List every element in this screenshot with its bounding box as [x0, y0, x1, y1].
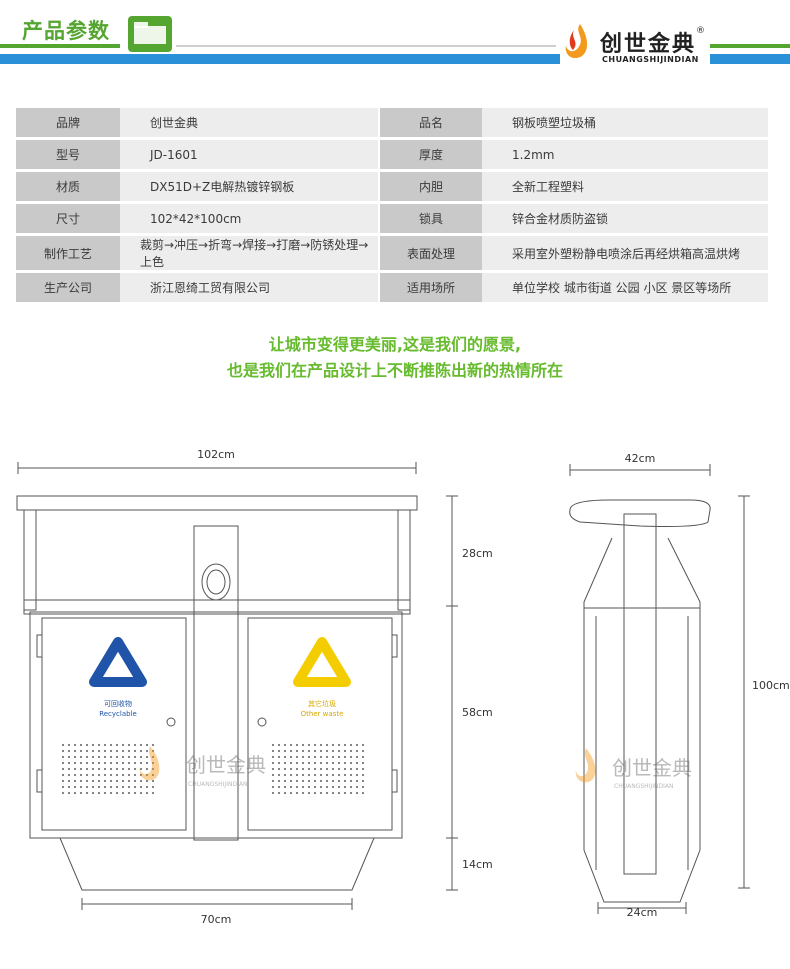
svg-text:创世金典: 创世金典	[612, 756, 692, 780]
right-bin-label: 其它垃圾	[308, 699, 336, 708]
spec-value: 裁剪→冲压→折弯→焊接→打磨→防锈处理→上色	[120, 236, 378, 270]
dim-front-h-middle: 58cm	[462, 706, 493, 719]
folder-tab-icon	[128, 16, 172, 52]
dim-front-bottom: 70cm	[201, 913, 232, 926]
spec-value: 102*42*100cm	[120, 204, 378, 233]
spec-value: 采用室外塑粉静电喷涂后再经烘箱高温烘烤	[482, 236, 768, 270]
spec-value: DX51D+Z电解热镀锌钢板	[120, 172, 378, 201]
front-roof	[16, 495, 418, 511]
header-blue-bar-right	[710, 54, 790, 64]
spec-value: 浙江恩绮工贸有限公司	[120, 273, 378, 302]
spec-value: 1.2mm	[482, 140, 768, 169]
front-ashtray	[201, 563, 231, 601]
svg-text:CHUANGSHIJINDIAN: CHUANGSHIJINDIAN	[188, 781, 247, 788]
spec-value: JD-1601	[120, 140, 378, 169]
table-row: 尺寸 102*42*100cm 锁具 锌合金材质防盗锁	[16, 204, 768, 233]
spec-value: 钢板喷塑垃圾桶	[482, 108, 768, 137]
front-body	[29, 611, 403, 839]
front-base	[59, 837, 375, 891]
header-divider	[176, 45, 556, 47]
side-roof	[569, 499, 711, 527]
dim-front-h-top: 28cm	[462, 547, 493, 560]
brand-pinyin: CHUANGSHIJINDIAN	[602, 55, 699, 64]
dim-front-top: 102cm	[197, 448, 235, 461]
svg-text:CHUANGSHIJINDIAN: CHUANGSHIJINDIAN	[614, 783, 673, 790]
spec-value: 锌合金材质防盗锁	[482, 204, 768, 233]
other-waste-icon	[293, 637, 351, 687]
front-post-right	[397, 509, 411, 611]
left-bin-label: 可回收物	[104, 699, 132, 708]
spec-label: 适用场所	[380, 273, 482, 302]
dim-side-bottom: 24cm	[627, 906, 658, 919]
table-row: 品牌 创世金典 品名 钢板喷塑垃圾桶	[16, 108, 768, 137]
slogan-line-1: 让城市变得更美丽,这是我们的愿景,	[268, 335, 522, 354]
front-left-vent	[58, 742, 158, 796]
front-post-left	[23, 509, 37, 611]
table-row: 型号 JD-1601 厚度 1.2mm	[16, 140, 768, 169]
brand-name: 创世金典	[600, 31, 697, 57]
table-row: 生产公司 浙江恩绮工贸有限公司 适用场所 单位学校 城市街道 公园 小区 景区等…	[16, 273, 768, 302]
spec-value: 全新工程塑料	[482, 172, 768, 201]
header-blue-bar	[0, 54, 560, 64]
right-bin-sub: Other waste	[301, 710, 344, 718]
brand-logo-icon	[560, 22, 594, 62]
spec-value: 单位学校 城市街道 公园 小区 景区等场所	[482, 273, 768, 302]
spec-label: 品牌	[16, 108, 120, 137]
front-right-door	[247, 617, 393, 831]
spec-label: 厚度	[380, 140, 482, 169]
dim-side-height: 100cm	[752, 679, 790, 692]
spec-label: 生产公司	[16, 273, 120, 302]
side-post	[623, 513, 657, 875]
dim-side-top: 42cm	[625, 452, 656, 465]
front-right-vent	[268, 742, 368, 796]
spec-label: 型号	[16, 140, 120, 169]
slogan-line-2: 也是我们在产品设计上不断推陈出新的热情所在	[226, 361, 563, 380]
section-title: 产品参数	[22, 19, 110, 43]
recyclable-icon	[89, 637, 147, 687]
front-watermark: 创世金典 CHUANGSHIJINDIAN	[139, 746, 266, 788]
side-body	[583, 537, 701, 903]
spec-label: 材质	[16, 172, 120, 201]
brand-registered-mark: ®	[696, 26, 705, 36]
spec-value: 创世金典	[120, 108, 378, 137]
spec-label: 锁具	[380, 204, 482, 233]
svg-text:创世金典: 创世金典	[186, 753, 266, 777]
spec-label: 品名	[380, 108, 482, 137]
table-row: 制作工艺 裁剪→冲压→折弯→焊接→打磨→防锈处理→上色 表面处理 采用室外塑粉静…	[16, 236, 768, 270]
product-dimension-diagram: 102cm 70cm 28cm 58cm 14cm 可回收物 Recyclabl…	[16, 448, 790, 926]
spec-label: 制作工艺	[16, 236, 120, 270]
spec-table: 品牌 创世金典 品名 钢板喷塑垃圾桶 型号 JD-1601 厚度 1.2mm 材…	[16, 105, 768, 305]
spec-label: 表面处理	[380, 236, 482, 270]
table-row: 材质 DX51D+Z电解热镀锌钢板 内胆 全新工程塑料	[16, 172, 768, 201]
front-center-post	[193, 525, 239, 841]
spec-label: 内胆	[380, 172, 482, 201]
side-watermark: 创世金典 CHUANGSHIJINDIAN	[575, 748, 692, 790]
spec-label: 尺寸	[16, 204, 120, 233]
header: 产品参数 创世金典 ® CHUANGSHIJINDIAN	[0, 0, 790, 75]
left-bin-sub: Recyclable	[99, 710, 137, 718]
header-accent-line	[0, 44, 120, 48]
dim-front-h-bottom: 14cm	[462, 858, 493, 871]
front-left-door	[41, 617, 187, 831]
header-accent-line-right	[710, 44, 790, 48]
